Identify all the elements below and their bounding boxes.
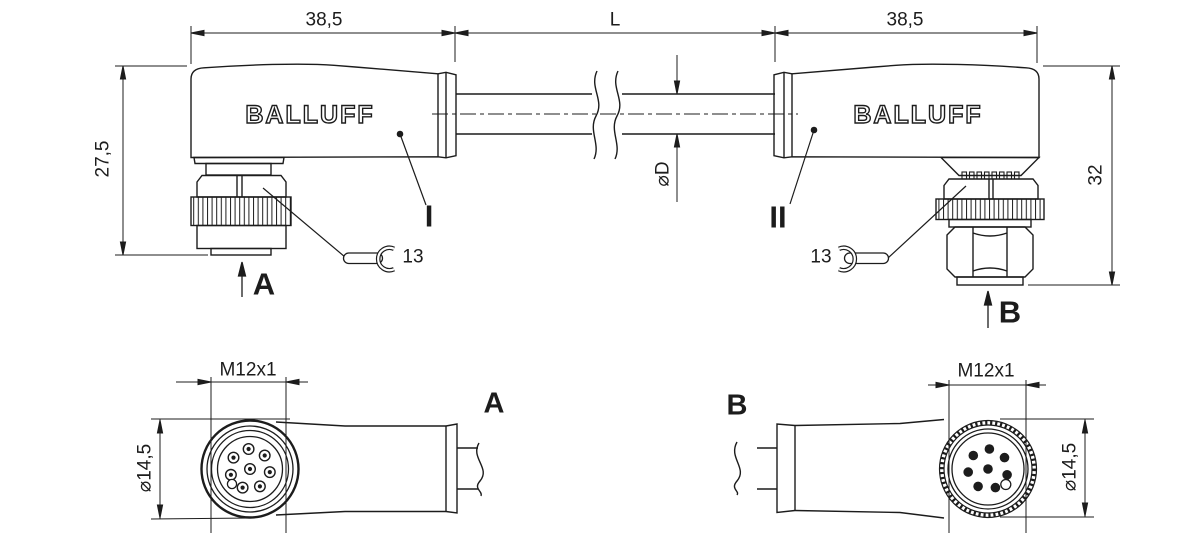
dim-cable-length: L <box>609 9 621 31</box>
view-a-thread-dimension <box>176 377 308 533</box>
view-b-keyway <box>1000 478 1012 491</box>
view-arrow-a-label: A <box>252 266 276 302</box>
dim-length-left: 38,5 <box>305 9 343 31</box>
dim-face-diameter-b: ⌀14,5 <box>1059 442 1081 492</box>
view-arrow-b-label: B <box>998 294 1022 330</box>
cable-break-wave <box>733 441 742 496</box>
cable-diameter-dimension <box>673 55 681 202</box>
view-a-pin-holes <box>224 443 276 494</box>
view-b-diameter-dimension <box>1000 418 1094 518</box>
view-b-end-view <box>733 380 1094 533</box>
view-arrow-b-icon <box>983 290 993 328</box>
wrench-size-right: 13 <box>810 246 832 268</box>
right-height-dimension <box>1028 65 1120 286</box>
wrench-size-left: 13 <box>402 246 424 268</box>
view-title-b: B <box>726 389 748 422</box>
view-a-diameter-dimension <box>150 418 290 520</box>
leader-I <box>396 130 427 206</box>
leader-II <box>789 126 818 205</box>
right-connector-side-view <box>773 63 1045 286</box>
view-a-keyway <box>226 478 238 490</box>
dim-face-diameter-a: ⌀14,5 <box>134 443 156 493</box>
view-b-connector-face <box>938 419 1038 519</box>
wrench-icon-right <box>838 185 967 273</box>
left-connector-side-view <box>190 63 457 256</box>
view-arrow-a-icon <box>237 261 247 297</box>
balluff-logo-left: BALLUFF <box>245 101 374 129</box>
dim-height-right: 32 <box>1085 164 1107 186</box>
connector-label-two: II <box>769 199 787 235</box>
view-a-end-view <box>150 377 484 533</box>
dim-thread-a: M12x1 <box>219 359 277 381</box>
wrench-icon-left <box>262 187 395 273</box>
dim-cable-diameter: ⌀D <box>652 161 674 187</box>
dim-height-left: 27,5 <box>92 140 114 178</box>
view-a-body <box>275 421 484 516</box>
view-b-pins <box>963 444 1012 493</box>
cable-break-wave <box>476 442 484 497</box>
view-a-connector-face <box>200 419 300 519</box>
balluff-logo-right: BALLUFF <box>853 101 982 129</box>
dim-thread-b: M12x1 <box>957 360 1015 382</box>
cable <box>432 70 798 160</box>
view-b-body <box>733 418 945 519</box>
top-dimension-lines <box>190 26 1038 64</box>
knurl-texture <box>939 420 1037 518</box>
view-title-a: A <box>483 387 505 420</box>
dim-length-right: 38,5 <box>886 9 924 31</box>
left-height-dimension <box>115 65 208 256</box>
connector-label-one: I <box>424 198 434 234</box>
